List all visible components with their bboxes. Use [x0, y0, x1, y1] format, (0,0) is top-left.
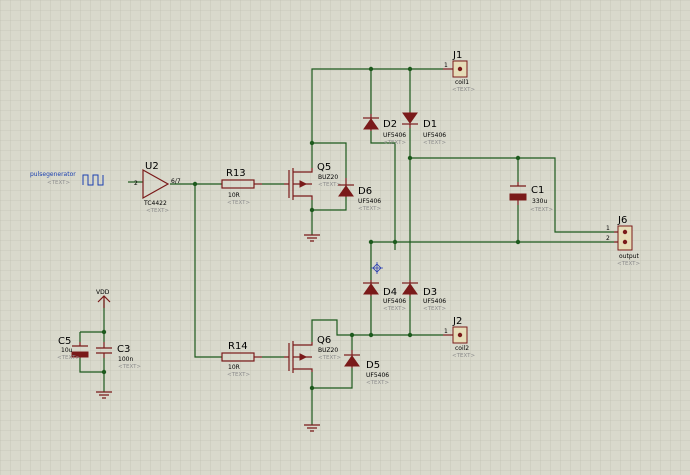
j2-pin: 1 — [444, 328, 448, 335]
j1-placeholder: <TEXT> — [452, 87, 475, 93]
generator-label: pulsegenerator — [30, 171, 76, 178]
d4-diode[interactable]: D4 UF5406 <TEXT> — [363, 280, 406, 312]
d3-diode[interactable]: D3 UF5406 <TEXT> — [402, 280, 446, 312]
c5-capacitor[interactable]: C5 10u <TEXT> — [57, 336, 89, 361]
buffer-triangle-icon — [142, 168, 170, 200]
j6-ref: J6 — [617, 215, 627, 226]
c3-value: 100n — [118, 356, 133, 363]
connector-icon — [617, 225, 633, 251]
q6-ref: Q6 — [317, 335, 331, 346]
c1-value: 330u — [532, 198, 547, 205]
j6-pin1: 1 — [606, 225, 610, 232]
generator-placeholder: <TEXT> — [47, 180, 70, 186]
q5-ref: Q5 — [317, 162, 331, 173]
j1-connector[interactable]: J1 1 coil1 <TEXT> — [443, 50, 475, 93]
q5-mosfet[interactable]: Q5 BUZ20 <TEXT> — [284, 162, 341, 200]
pulse-wave-icon — [82, 174, 104, 186]
j2-connector[interactable]: J2 1 coil2 <TEXT> — [443, 316, 475, 359]
d3-placeholder: <TEXT> — [423, 306, 446, 312]
d4-value: UF5406 — [383, 298, 406, 305]
j1-value: coil1 — [455, 79, 469, 86]
vdd-label: VDD — [96, 289, 110, 296]
r13-value: 10R — [228, 192, 240, 199]
r14-resistor[interactable]: R14 10R <TEXT> — [221, 341, 262, 378]
q6-value: BUZ20 — [318, 347, 338, 354]
d6-diode[interactable]: D6 UF5406 <TEXT> — [338, 178, 381, 212]
u2-buffer[interactable]: U2 2 6/7 TC4422 <TEXT> — [134, 161, 181, 214]
j1-ref: J1 — [452, 50, 462, 61]
j6-pin2: 2 — [606, 235, 610, 242]
c3-capacitor[interactable]: C3 100n <TEXT> — [96, 342, 141, 370]
d1-ref: D1 — [423, 119, 437, 130]
d1-placeholder: <TEXT> — [423, 140, 446, 146]
c5-ref: C5 — [58, 336, 71, 347]
d1-value: UF5406 — [423, 132, 446, 139]
origin-icon — [371, 262, 383, 274]
d3-value: UF5406 — [423, 298, 446, 305]
d2-value: UF5406 — [383, 132, 406, 139]
d3-ref: D3 — [423, 287, 437, 298]
d6-placeholder: <TEXT> — [358, 206, 381, 212]
ground-icon — [96, 391, 112, 399]
q5-placeholder: <TEXT> — [318, 182, 341, 188]
power-arrow-icon — [97, 295, 111, 308]
capacitor-icon — [96, 342, 112, 358]
u2-pin-out: 6/7 — [171, 178, 181, 185]
ground-vdd — [96, 391, 112, 399]
d5-placeholder: <TEXT> — [366, 380, 389, 386]
origin-marker — [371, 262, 383, 274]
c5-value: 10u — [61, 347, 73, 354]
u2-pin-in: 2 — [134, 180, 138, 187]
junction-dots — [101, 66, 521, 391]
d5-ref: D5 — [366, 360, 380, 371]
q6-mosfet[interactable]: Q6 BUZ20 <TEXT> — [284, 335, 341, 373]
d1-diode[interactable]: D1 UF5406 <TEXT> — [402, 112, 446, 146]
j1-pin: 1 — [444, 62, 448, 69]
r13-ref: R13 — [226, 168, 246, 179]
j2-ref: J2 — [452, 316, 462, 327]
r13-placeholder: <TEXT> — [227, 200, 250, 206]
d5-diode[interactable]: D5 UF5406 <TEXT> — [344, 350, 389, 386]
r14-value: 10R — [228, 364, 240, 371]
c5-placeholder: <TEXT> — [57, 355, 80, 361]
d2-ref: D2 — [383, 119, 397, 130]
c1-ref: C1 — [531, 185, 544, 196]
u2-ref: U2 — [145, 161, 159, 172]
r13-resistor[interactable]: R13 10R <TEXT> — [221, 168, 262, 206]
mosfet-icon — [284, 168, 313, 200]
d5-value: UF5406 — [366, 372, 389, 379]
pulse-generator[interactable]: pulsegenerator <TEXT> — [30, 171, 104, 186]
d6-ref: D6 — [358, 186, 372, 197]
ground-icon — [304, 234, 320, 242]
c3-placeholder: <TEXT> — [118, 364, 141, 370]
r14-ref: R14 — [228, 341, 248, 352]
j6-connector[interactable]: J6 1 2 output <TEXT> — [606, 215, 640, 267]
d4-ref: D4 — [383, 287, 397, 298]
polarized-capacitor-icon — [509, 193, 527, 201]
d2-placeholder: <TEXT> — [383, 140, 406, 146]
d4-placeholder: <TEXT> — [383, 306, 406, 312]
ground-icon — [304, 424, 320, 432]
r14-placeholder: <TEXT> — [227, 372, 250, 378]
polarized-capacitor-icon — [71, 351, 89, 358]
j2-placeholder: <TEXT> — [452, 353, 475, 359]
u2-value: TC4422 — [143, 200, 167, 207]
c1-placeholder: <TEXT> — [530, 207, 553, 213]
ground-q6 — [304, 424, 320, 432]
j6-placeholder: <TEXT> — [617, 261, 640, 267]
vdd-power[interactable]: VDD — [96, 289, 111, 308]
q6-placeholder: <TEXT> — [318, 355, 341, 361]
q5-value: BUZ20 — [318, 174, 338, 181]
d2-diode[interactable]: D2 UF5406 <TEXT> — [363, 114, 406, 146]
c1-capacitor[interactable]: C1 330u <TEXT> — [509, 182, 553, 213]
c3-ref: C3 — [117, 344, 130, 355]
u2-placeholder: <TEXT> — [146, 208, 169, 214]
ground-q5 — [304, 234, 320, 242]
mosfet-icon — [284, 341, 313, 373]
j2-value: coil2 — [455, 345, 469, 352]
j6-value: output — [619, 253, 639, 260]
d6-value: UF5406 — [358, 198, 381, 205]
